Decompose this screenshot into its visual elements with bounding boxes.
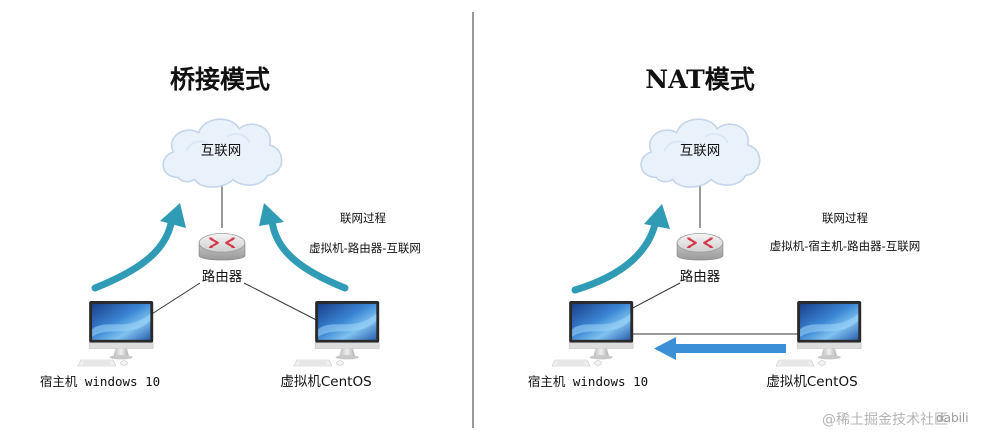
left-note-title: 联网过程	[340, 211, 386, 225]
right-router-label: 路由器	[680, 269, 721, 285]
left-note-path: 虚拟机-路由器-互联网	[309, 241, 421, 255]
mouse-icon	[818, 360, 826, 366]
keyboard-icon	[77, 359, 117, 367]
mouse-icon	[336, 360, 344, 366]
watermark-user: dabili	[936, 411, 969, 425]
router-icon	[198, 232, 246, 262]
keyboard-icon	[293, 359, 333, 367]
right-arrow-vm-to-host	[654, 337, 786, 360]
monitor-icon	[796, 300, 862, 360]
router-icon	[676, 232, 724, 262]
left-cloud-label: 互联网	[201, 143, 242, 159]
left-panel: 桥接模式 互联网 路由器 联网过程 虚拟机-路由器-互联网 宿主机 window…	[40, 65, 421, 390]
monitor-icon	[568, 300, 634, 360]
left-vm-label: 虚拟机CentOS	[280, 374, 371, 390]
mouse-icon	[120, 360, 128, 366]
left-title: 桥接模式	[170, 65, 270, 94]
right-note-path: 虚拟机-宿主机-路由器-互联网	[770, 239, 920, 253]
left-host-label: 宿主机 windows 10	[40, 374, 160, 389]
keyboard-icon	[551, 359, 591, 367]
right-panel: NAT模式 互联网 路由器 联网过程 虚拟机-宿主机-路由器-互联网 宿主机 w…	[528, 65, 920, 390]
keyboard-icon	[775, 359, 815, 367]
monitor-icon	[88, 300, 154, 360]
watermark: @稀土掘金技术社区	[822, 412, 948, 428]
mouse-icon	[594, 360, 602, 366]
right-arrow-up	[571, 204, 670, 294]
left-router-label: 路由器	[202, 269, 243, 285]
right-vm-label: 虚拟机CentOS	[766, 374, 857, 390]
monitor-icon	[314, 300, 380, 360]
right-title: NAT模式	[645, 65, 755, 94]
right-cloud-label: 互联网	[680, 143, 721, 159]
right-host-label: 宿主机 windows 10	[528, 374, 648, 389]
left-arrow-up-left	[91, 203, 186, 292]
right-note-title: 联网过程	[822, 211, 868, 225]
left-arrow-up-right	[259, 203, 349, 292]
